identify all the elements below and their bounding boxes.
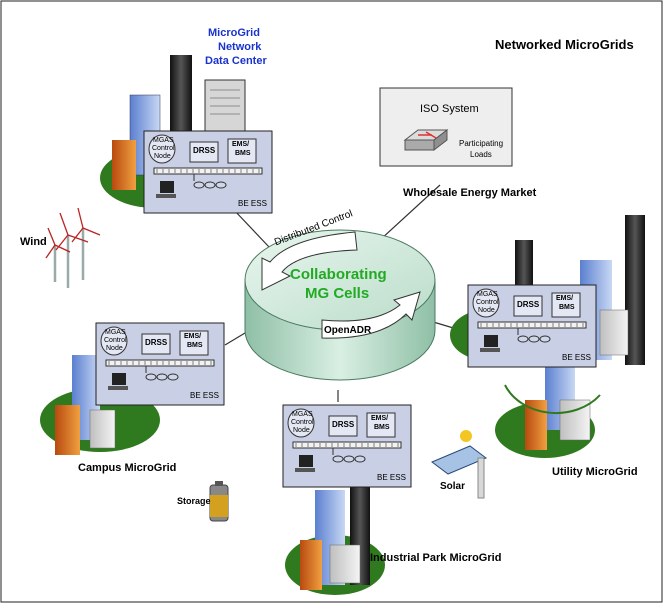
openadr-arrow <box>321 291 421 339</box>
ems-label-2: BMS <box>235 150 251 157</box>
workstation-icon <box>160 181 174 193</box>
utility-label: Utility MicroGrid <box>552 466 638 478</box>
storage-disk-icon <box>204 181 216 189</box>
mgas-label-2: Control <box>104 337 127 344</box>
openadr-label: OpenADR <box>324 325 372 336</box>
mgas-label-1: MGAS <box>105 329 126 336</box>
storage-disk-icon <box>528 335 540 343</box>
campus-label: Campus MicroGrid <box>78 462 177 474</box>
solar-panel-icon <box>431 430 487 499</box>
wind-turbine-icon <box>15 205 115 293</box>
storage-disk-icon <box>156 373 168 381</box>
mgas-node-icon <box>287 408 315 438</box>
mgas-label-2: Control <box>291 419 314 426</box>
mgas-node-icon <box>100 326 128 356</box>
distributed-control-arrow <box>261 231 358 291</box>
bus-bar <box>105 359 215 367</box>
storage-battery-icon <box>209 481 229 522</box>
bus-bar <box>292 441 402 449</box>
mgas-label-3: Node <box>154 153 171 160</box>
drss-label: DRSS <box>517 300 540 309</box>
drss-box <box>328 415 358 437</box>
drss-label: DRSS <box>332 420 355 429</box>
workstation-icon <box>484 335 498 347</box>
mgas-label-3: Node <box>106 345 123 352</box>
storage-disk-icon <box>539 335 551 343</box>
iso-sub-2: Loads <box>470 150 492 159</box>
mgas-label-1: MGAS <box>477 291 498 298</box>
drss-box <box>141 333 171 355</box>
drss-box <box>513 295 543 317</box>
mgas-node-icon <box>472 288 500 318</box>
industrial-label: Industrial Park MicroGrid <box>370 552 502 564</box>
collaborating-cells-hub <box>244 229 436 381</box>
ems-label-1: EMS/ <box>184 333 202 340</box>
storage-label: Storage <box>177 496 211 506</box>
storage-disk-icon <box>332 455 344 463</box>
ems-label-2: BMS <box>559 304 575 311</box>
bus-bar <box>153 167 263 175</box>
page-title: Networked MicroGrids <box>495 37 634 52</box>
mgas-label-1: MGAS <box>153 137 174 144</box>
storage-disk-icon <box>517 335 529 343</box>
be-ess-label: BE ESS <box>190 391 219 400</box>
router-arrows-icon <box>418 131 437 139</box>
storage-disk-icon <box>215 181 227 189</box>
workstation-icon <box>299 455 313 467</box>
workstation-icon <box>112 373 126 385</box>
storage-disk-icon <box>343 455 355 463</box>
storage-disk-icon <box>145 373 157 381</box>
mgas-node-icon <box>148 134 176 164</box>
mgas-label-3: Node <box>293 427 310 434</box>
iso-system-box <box>379 87 513 167</box>
mgas-label-1: MGAS <box>292 411 313 418</box>
datacenter-label-1: MicroGrid <box>208 27 260 39</box>
server-rack-icon <box>204 79 246 136</box>
mgas-label-2: Control <box>476 299 499 306</box>
datacenter-label-2: Network <box>218 41 262 53</box>
bus-bar <box>477 321 587 329</box>
wholesale-label: Wholesale Energy Market <box>403 187 537 199</box>
ems-label-2: BMS <box>374 424 390 431</box>
wind-label: Wind <box>20 236 47 248</box>
cell-panels <box>95 130 597 488</box>
storage-disk-icon <box>167 373 179 381</box>
be-ess-label: BE ESS <box>238 199 267 208</box>
ems-label-1: EMS/ <box>556 295 574 302</box>
iso-title: ISO System <box>420 103 479 115</box>
storage-disk-icon <box>354 455 366 463</box>
drss-label: DRSS <box>193 146 216 155</box>
center-title-2: MG Cells <box>305 285 370 302</box>
center-title-1: Collaborating <box>290 266 387 283</box>
mgas-label-2: Control <box>152 145 175 152</box>
ems-label-1: EMS/ <box>232 141 250 148</box>
ems-box <box>227 138 257 164</box>
ems-label-1: EMS/ <box>371 415 389 422</box>
ems-box <box>366 412 396 438</box>
datacenter-label-3: Data Center <box>205 55 267 67</box>
industrial-cluster <box>285 485 385 595</box>
be-ess-label: BE ESS <box>377 473 406 482</box>
be-ess-label: BE ESS <box>562 353 591 362</box>
solar-label: Solar <box>440 481 466 492</box>
mgas-label-3: Node <box>478 307 495 314</box>
iso-sub-1: Participating <box>459 139 504 148</box>
ems-box <box>551 292 581 318</box>
drss-label: DRSS <box>145 338 168 347</box>
ems-label-2: BMS <box>187 342 203 349</box>
drss-box <box>189 141 219 163</box>
storage-disk-icon <box>193 181 205 189</box>
ems-box <box>179 330 209 356</box>
